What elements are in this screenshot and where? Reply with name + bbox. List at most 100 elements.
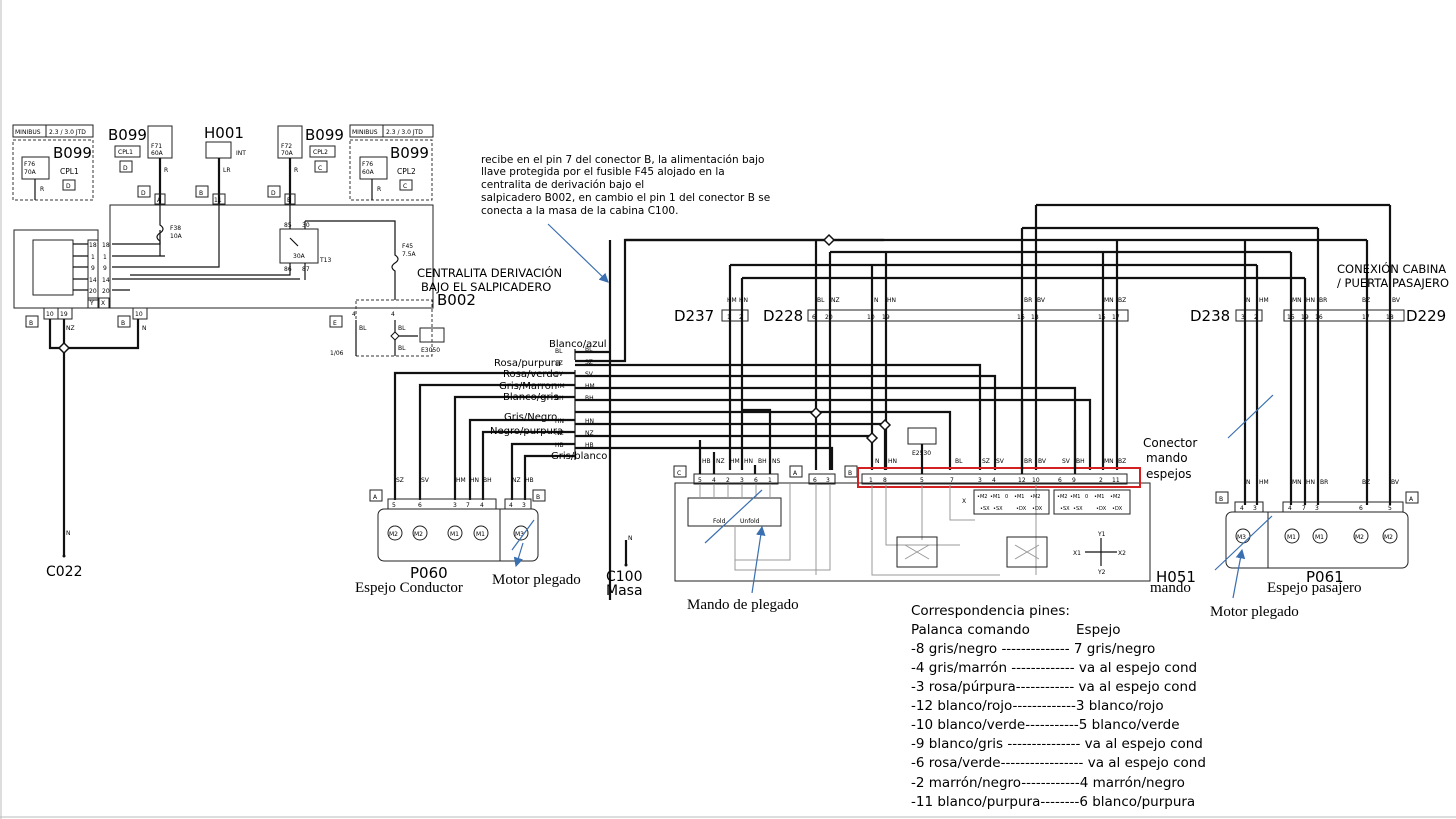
h051-b-wire-n: N	[875, 458, 880, 465]
conn-letter-d1: D	[141, 190, 146, 197]
h051-c-pin-1: 1	[768, 477, 772, 484]
p061-pin-6: 6	[1359, 505, 1363, 512]
conector-mando-3: espejos	[1146, 467, 1192, 481]
fuse1-wire: R	[40, 186, 44, 193]
corr-row-3: -3 rosa/púrpura------------ va al espejo…	[911, 679, 1197, 695]
d228-wire-hn: HN	[887, 297, 896, 304]
left-pin-20b: 20	[102, 288, 110, 295]
p060-conn-a: A	[373, 494, 378, 501]
p060-pin-6: 6	[418, 502, 422, 509]
fuse2-cpl: CPL1	[118, 149, 133, 156]
h051-conn-c: C	[677, 470, 681, 477]
pin-b-top: B	[287, 197, 291, 204]
corr-row-7: -6 rosa/verde----------------- va al esp…	[911, 755, 1206, 771]
relay-t13: T13	[319, 257, 331, 264]
fuse5-amps: 60A	[362, 169, 375, 176]
left-pin-18b: 18	[102, 242, 110, 249]
corr-row-4: -12 blanco/rojo-------------3 blanco/roj…	[911, 698, 1164, 714]
h051-b-wire-sv: SV	[996, 458, 1005, 465]
fuse-f45-amps: 7.5A	[402, 251, 417, 258]
d238-pin-2: 2	[1254, 314, 1258, 321]
annotation-line-3: centralita de derivación bajo el	[481, 179, 644, 191]
h051-b-pin-8: 8	[883, 477, 887, 484]
harness-desc-gris-blanco: Gris/blanco	[551, 451, 607, 462]
left-pin-1b: 1	[103, 254, 107, 261]
corr-row-5: -10 blanco/verde-----------5 blanco/verd…	[911, 717, 1180, 733]
centralita-code: B002	[437, 291, 476, 309]
d228-wire-bv: BV	[1037, 297, 1046, 304]
conn-letter-b1: B	[199, 190, 203, 197]
pin-y: Y	[89, 300, 94, 307]
p061-wire-bz: BZ	[1362, 479, 1370, 486]
fuse2-fuse: F71	[151, 143, 162, 150]
h051-b-pin-7: 7	[950, 477, 954, 484]
h051-b-pin-11: 11	[1112, 477, 1120, 484]
sw-l-dx: •DX	[1016, 506, 1027, 512]
correspondencia-table: Correspondencia pines: Palanca comando E…	[911, 603, 1206, 810]
p061-pin-4: 4	[1240, 505, 1244, 512]
c100-n: N	[628, 535, 633, 542]
h051-c-wire-hm: HM	[730, 458, 740, 465]
p060-motor-m2b: M2	[414, 531, 423, 538]
p061-conn-a: A	[1409, 496, 1414, 503]
h001-wire: LR	[223, 167, 231, 174]
p060-motor-m1b: M1	[476, 531, 485, 538]
h051-conn-a: A	[793, 470, 798, 477]
d228-pin-18: 18	[1031, 314, 1039, 321]
c022-nz: NZ	[66, 325, 75, 332]
fuse4-letter: C	[318, 165, 322, 172]
d228-pin-19: 19	[882, 314, 890, 321]
conector-mando-1: Conector	[1143, 436, 1197, 450]
h051-b-pin-1: 1	[869, 477, 873, 484]
d228-pin-10: 10	[867, 314, 875, 321]
h051-mando-plegado: Mando de plegado	[687, 597, 799, 613]
h051-b-wire-bl: BL	[955, 458, 963, 465]
left-pin-9: 9	[91, 265, 95, 272]
switch-h051: C A B 5 4 2 3 6 1 HB NZ HM HN BH NS 6 3 …	[673, 400, 1196, 586]
d229-pin-16: 16	[1315, 314, 1323, 321]
d229-pin-15: 15	[1287, 314, 1295, 321]
relay-30: 30	[302, 222, 310, 229]
p060-wire-hm: HM	[456, 477, 466, 484]
h051-c-pin-2: 2	[726, 477, 730, 484]
d228-label: D228	[763, 307, 803, 325]
h051-a-pin-6: 6	[813, 477, 817, 484]
p060-pin-4: 4	[480, 502, 484, 509]
bl-label-3: BL	[398, 345, 406, 352]
p060-pin-5: 5	[392, 502, 396, 509]
harness-codes: BL SZ SV HM BH HN NZ HB BL SZ SV HM BH H…	[555, 346, 595, 449]
corr-row-9: -11 blanco/purpura--------6 blanco/purpu…	[911, 794, 1195, 810]
fuse2-amps: 60A	[151, 150, 164, 157]
sw-l-m1b: •M1	[1014, 494, 1024, 500]
fuse2-wire: R	[164, 167, 168, 174]
corr-title: Correspondencia pines:	[911, 603, 1070, 619]
harness-code-sv-r: SV	[585, 371, 594, 378]
ground-c022-label: C022	[46, 564, 83, 580]
ground-c022: NZ N N C022	[46, 319, 147, 580]
d229-wire-bz: BZ	[1362, 297, 1370, 304]
sw-r-m2: •M2	[1057, 494, 1067, 500]
harness-descriptions: Blanco/azul Rosa/purpura Rosa/verde Gris…	[490, 339, 607, 462]
left-pin-18: 18	[89, 242, 97, 249]
harness-code-nz: NZ	[555, 430, 564, 437]
h051-c-pin-6: 6	[754, 477, 758, 484]
p060-wire-nz: NZ	[512, 477, 521, 484]
corr-row-2: -4 gris/marrón ------------- va al espej…	[911, 660, 1197, 676]
p060-pin-7: 7	[466, 502, 470, 509]
p060-wire-hn: HN	[470, 477, 479, 484]
fuse1-fuse: F76	[24, 161, 35, 168]
fuse1-letter: D	[66, 183, 71, 190]
harness-code-bh-r: BH	[585, 395, 594, 402]
p060-wire-bh: BH	[483, 477, 492, 484]
h051-b-pin-2: 2	[1099, 477, 1103, 484]
sw-l-sx2: •SX	[993, 506, 1003, 512]
harness-code-hb-r: HB	[585, 442, 594, 449]
bottom-pin-10b: 10	[135, 311, 143, 318]
harness-desc-rosa-purpura: Rosa/purpura	[494, 358, 561, 369]
c100-label: C100	[606, 569, 643, 585]
fuse-f38-amps: 10A	[170, 233, 183, 240]
h051-c-wire-ns: NS	[772, 458, 780, 465]
annotation-text: recibe en el pin 7 del conector B, la al…	[481, 154, 770, 217]
fuse1-name: B099	[53, 144, 92, 162]
